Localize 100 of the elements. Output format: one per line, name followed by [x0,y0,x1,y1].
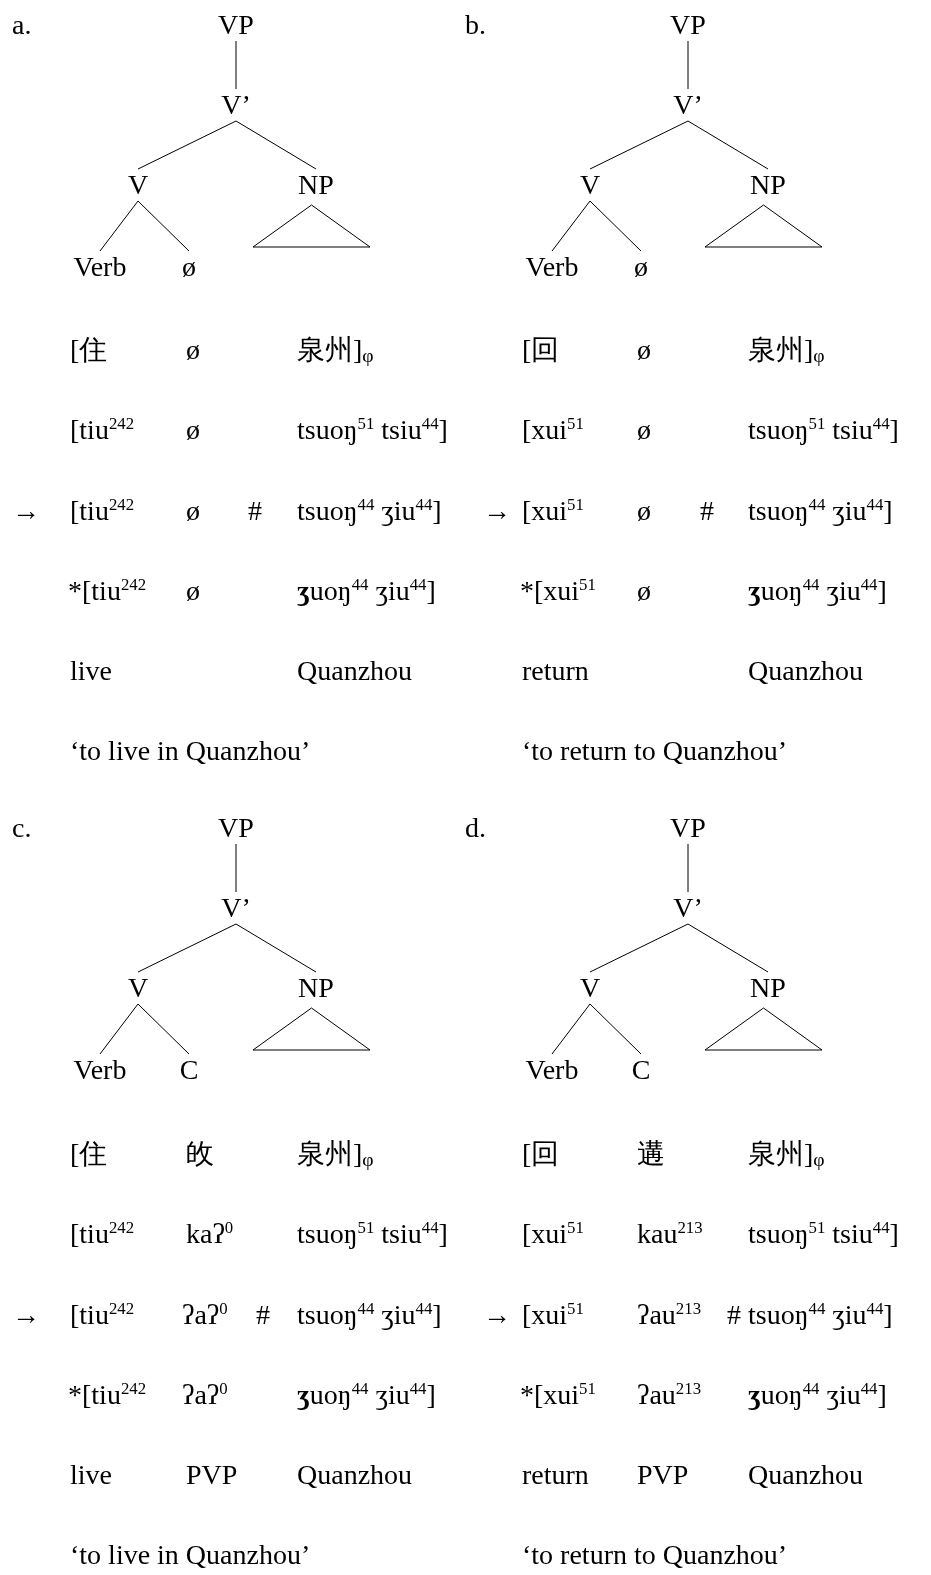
example-letter: a. [12,11,32,39]
transcription: tsuoŋ$^{51}$ tsiu$^{44}$] [748,1220,899,1248]
boundary-mark: # [727,1301,741,1329]
tree-node-label: V [127,974,149,1002]
gloss: Quanzhou [748,1461,864,1489]
tree-node-label: Verb [525,253,579,281]
transcription: [tiu$^{242}$ [70,1220,135,1248]
transcription: tsuoŋ$^{44}$ ʒiu$^{44}$] [748,497,893,525]
derivation-arrow: → [483,1301,511,1329]
transcription: kau$^{213}$ [637,1220,703,1248]
transcription: tsuoŋ$^{51}$ tsiu$^{44}$] [297,416,448,444]
triangle-roof [705,205,822,247]
transcription: [xui$^{51}$ [522,1220,584,1248]
chinese-text: 泉州]$_{φ}$ [748,1140,825,1168]
gloss: PVP [186,1461,238,1489]
transcription: tsuoŋ$^{51}$ tsiu$^{44}$] [297,1220,448,1248]
transcription: *[xui$^{51}$ [520,577,596,605]
tree-branch [551,1003,591,1055]
gloss: Quanzhou [297,1461,413,1489]
tree-branch [99,200,139,252]
tree-node-label: V [579,171,601,199]
tree-branch [687,923,769,973]
chinese-text: [住 [70,336,108,364]
tree-node-label: V’ [673,91,703,119]
transcription: kaʔ$^{0}$ [186,1220,234,1248]
tree-node-label: Verb [525,1056,579,1084]
tree-node-label: VP [218,814,254,842]
tree-node-label: V [579,974,601,1002]
tree-node-label: ø [182,253,196,281]
tree-node-label: ø [634,253,648,281]
transcription: ʔau$^{213}$ [637,1301,702,1329]
transcription: ø [637,577,651,605]
tree-node-label: Verb [73,1056,127,1084]
example-letter: b. [465,11,486,39]
tree-branch [99,1003,139,1055]
gloss: Quanzhou [297,657,413,685]
transcription: ʒuoŋ$^{44}$ ʒiu$^{44}$] [297,577,436,605]
gloss: return [522,657,589,685]
tree-branch [687,40,689,90]
chinese-text: 敀 [186,1140,214,1168]
transcription: [tiu$^{242}$ [70,1301,135,1329]
gloss: live [70,1461,112,1489]
derivation-arrow: → [483,497,511,525]
transcription: ø [637,497,651,525]
tree-node-label: V’ [221,91,251,119]
transcription: tsuoŋ$^{51}$ tsiu$^{44}$] [748,416,899,444]
translation: ‘to return to Quanzhou’ [522,737,788,765]
gloss: Quanzhou [748,657,864,685]
tree-node-label: VP [670,11,706,39]
example-letter: c. [12,814,32,842]
triangle-roof [253,1008,370,1050]
translation: ‘to live in Quanzhou’ [70,1541,311,1569]
chinese-text: [回 [522,1140,560,1168]
transcription: *[tiu$^{242}$ [68,577,147,605]
tree-branch [137,120,237,170]
chinese-text: 泉州]$_{φ}$ [748,336,825,364]
triangle-roof [705,1008,822,1050]
tree-node-label: V [127,171,149,199]
tree-node-label: C [179,1056,199,1084]
chinese-text: ø [186,336,200,364]
tree-branch [589,923,689,973]
tree-branch [589,120,689,170]
gloss: live [70,657,112,685]
tree-node-label: V’ [673,894,703,922]
transcription: ʔaʔ$^{0}$ [182,1381,228,1409]
tree-node-label: C [631,1056,651,1084]
tree-branch [235,120,317,170]
tree-branch [137,1003,190,1055]
transcription: ʔaʔ$^{0}$ [182,1301,228,1329]
tree-node-label: NP [750,974,786,1002]
transcription: ʒuoŋ$^{44}$ ʒiu$^{44}$] [748,1381,887,1409]
tree-node-label: Verb [73,253,127,281]
tree-branch [235,843,237,893]
tree-branch [589,200,642,252]
triangle-roof [253,205,370,247]
transcription: [xui$^{51}$ [522,416,584,444]
transcription: ʒuoŋ$^{44}$ ʒiu$^{44}$] [297,1381,436,1409]
tree-branch [137,200,190,252]
translation: ‘to return to Quanzhou’ [522,1541,788,1569]
tree-node-label: NP [298,974,334,1002]
transcription: ø [186,577,200,605]
chinese-text: ø [637,336,651,364]
transcription: tsuoŋ$^{44}$ ʒiu$^{44}$] [297,497,442,525]
translation: ‘to live in Quanzhou’ [70,737,311,765]
chinese-text: [住 [70,1140,108,1168]
transcription: ʒuoŋ$^{44}$ ʒiu$^{44}$] [748,577,887,605]
tree-node-label: NP [298,171,334,199]
transcription: tsuoŋ$^{44}$ ʒiu$^{44}$] [748,1301,893,1329]
derivation-arrow: → [12,1301,40,1329]
chinese-text: 遘 [637,1140,665,1168]
transcription: ø [637,416,651,444]
chinese-text: 泉州]$_{φ}$ [297,336,374,364]
tree-branch [235,923,317,973]
derivation-arrow: → [12,497,40,525]
tree-branch [687,120,769,170]
tree-branch [235,40,237,90]
tree-node-label: V’ [221,894,251,922]
gloss: return [522,1461,589,1489]
tree-branch [589,1003,642,1055]
transcription: [xui$^{51}$ [522,1301,584,1329]
